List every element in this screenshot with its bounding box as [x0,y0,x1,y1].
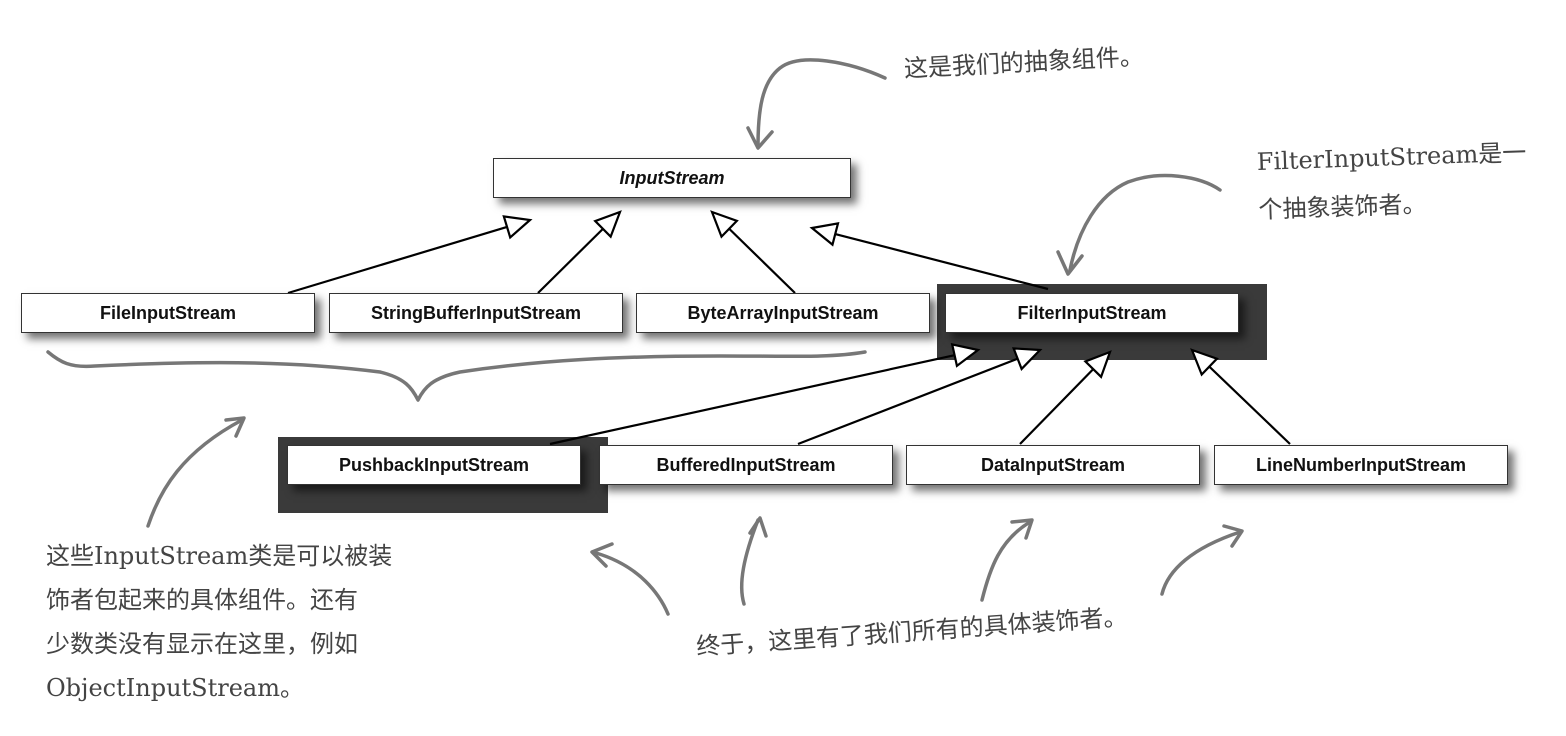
arrow-to-filterinputstream-head [1056,250,1084,276]
edge-filterinputstream-to-inputstream [834,232,1049,291]
linenumberinputstream-box: LineNumberInputStream [1214,445,1508,485]
inheritance-edges [287,225,1291,446]
arrow-to-buffered [739,518,760,606]
pushbackinputstream-box: PushbackInputStream [287,445,581,485]
edge-datainputstream-to-filterinputstream [1019,368,1095,445]
abstract-decorator-note: FilterInputStream是一 个抽象装饰者。 [1256,138,1527,224]
edge-linenumberinputstream-to-filterinputstream [1208,365,1291,445]
stringbufferinputstream-box: StringBufferInputStream [329,293,623,333]
datainputstream-box: DataInputStream [906,445,1200,485]
linenumberinputstream-label: LineNumberInputStream [1255,454,1467,475]
arrowhead-bufferedinputstream-to-filterinputstream [1011,347,1043,371]
arrowhead-filterinputstream-to-inputstream [809,221,840,247]
pushbackinputstream-label: PushbackInputStream [338,454,530,475]
arrowhead-linenumberinputstream-to-filterinputstream [1190,348,1219,377]
arrow-to-inputstream [756,58,887,148]
arrow-to-data-head [1010,518,1034,540]
fileinputstream-box: FileInputStream [21,293,315,333]
arrow-to-linenumber [1160,530,1242,596]
arrow-to-components-head [224,416,246,438]
bytearrayinputstream-label: ByteArrayInputStream [687,302,879,323]
hand-drawn-layer [46,58,1244,616]
fileinputstream-label: FileInputStream [99,302,237,323]
curly-brace [46,350,867,402]
arrow-to-data [980,520,1032,602]
inheritance-arrowheads [502,210,1219,379]
arrowhead-fileinputstream-to-inputstream [502,215,533,240]
datainputstream-label: DataInputStream [980,454,1126,475]
arrow-to-pushback-head [590,542,614,568]
arrow-to-filterinputstream [1068,173,1222,272]
bufferedinputstream-box: BufferedInputStream [599,445,893,485]
arrowhead-bytearrayinputstream-to-inputstream [710,210,739,239]
arrow-to-buffered-head [748,516,768,538]
inputstream-box: InputStream [493,158,851,198]
edge-pushbackinputstream-to-filterinputstream [549,354,955,446]
edge-stringbufferinputstream-to-inputstream [537,228,604,294]
arrowhead-datainputstream-to-filterinputstream [1083,350,1112,379]
edge-bufferedinputstream-to-filterinputstream [797,357,1019,446]
bytearrayinputstream-box: ByteArrayInputStream [636,293,930,333]
edge-fileinputstream-to-inputstream [287,225,508,295]
arrow-to-components [146,418,244,528]
filterinputstream-label: FilterInputStream [1017,302,1167,323]
edge-bytearrayinputstream-to-inputstream [728,227,796,294]
concrete-components-note: 这些InputStream类是可以被装 饰者包起来的具体组件。还有 少数类没有显… [46,542,393,702]
inputstream-label: InputStream [619,167,725,188]
stringbufferinputstream-label: StringBufferInputStream [370,302,581,323]
arrow-to-linenumber-head [1222,524,1244,548]
bufferedinputstream-label: BufferedInputStream [656,454,836,475]
arrow-to-inputstream-head [746,126,774,150]
filterinputstream-box: FilterInputStream [945,293,1239,333]
arrowhead-stringbufferinputstream-to-inputstream [593,210,622,239]
arrowhead-pushbackinputstream-to-filterinputstream [950,342,981,368]
arrow-to-pushback [594,551,670,616]
